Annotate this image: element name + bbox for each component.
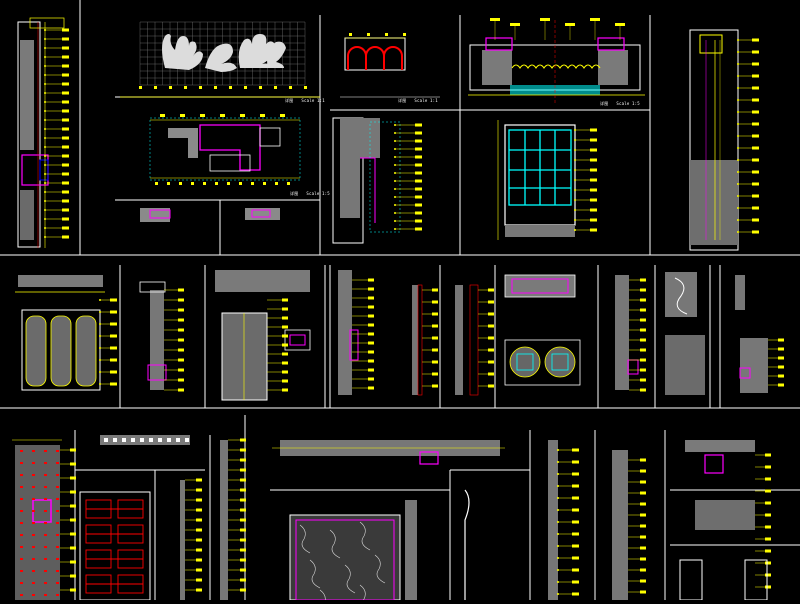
arch-motif-caption: 详图 Scale 1:1 (398, 98, 438, 104)
cabinet-section-caption: 详图 Scale 1:5 (290, 191, 330, 197)
caption-title: 详图 (285, 98, 294, 103)
middle-row-panels (15, 270, 784, 594)
bottom-row-panels (12, 435, 768, 604)
caption-scale: Scale 1:5 (616, 101, 640, 106)
caption-scale: Scale 1:1 (301, 98, 325, 103)
caption-title: 详图 (600, 101, 609, 106)
ornament-grille-caption: 详图 Scale 1:1 (285, 98, 325, 104)
window-head-section-panel (468, 18, 645, 105)
arch-motif-panel (340, 33, 440, 98)
window-elevation-panel (332, 117, 597, 244)
ornament-grille-panel (120, 21, 320, 98)
caption-scale: Scale 1:1 (414, 98, 438, 103)
caption-title: 详图 (290, 191, 299, 196)
cabinet-section-panel (140, 114, 301, 222)
caption-scale: Scale 1:5 (306, 191, 330, 196)
right-wall-section-panel (689, 29, 759, 251)
wall-section-panel (17, 17, 69, 248)
caption-title: 详图 (398, 98, 407, 103)
window-section-caption: 详图 Scale 1:5 (600, 101, 640, 107)
